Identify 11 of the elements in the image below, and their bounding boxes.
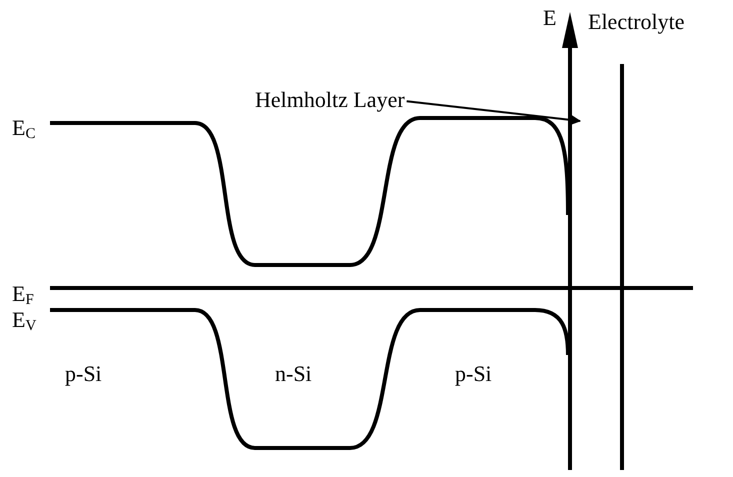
- leader-line: [406, 100, 581, 125]
- energy-level-label: E$_{F}$: [12, 282, 34, 310]
- axis-label: E: [543, 6, 556, 30]
- region-label: n-Si: [275, 362, 312, 386]
- region-label: Electrolyte: [588, 10, 685, 34]
- energy-axis: [562, 12, 578, 470]
- callout-label: Helmholtz Layer: [255, 88, 405, 112]
- energy-level-label: E$_{C}$: [12, 116, 36, 144]
- region-label: p-Si: [455, 362, 492, 386]
- region-label: p-Si: [65, 362, 102, 386]
- energy-level-label: E$_{V}$: [12, 308, 36, 336]
